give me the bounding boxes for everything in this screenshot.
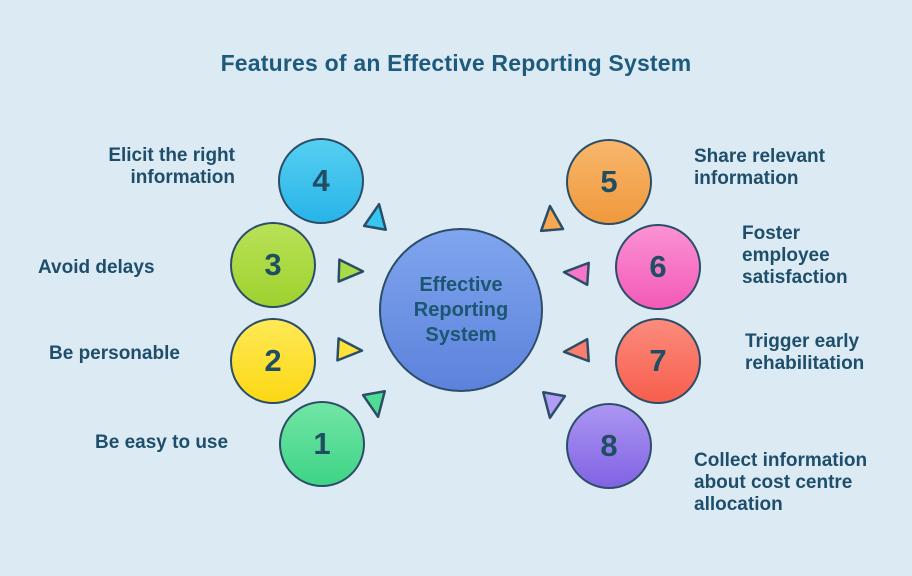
node-circle-3: 3 (230, 222, 316, 308)
arrow-icon-3 (337, 258, 365, 283)
arrow-icon-5 (539, 204, 565, 233)
node-label-6: Foster employee satisfaction (742, 223, 848, 288)
node-circle-2: 2 (230, 318, 316, 404)
node-circle-7: 7 (615, 318, 701, 404)
node-number-7: 7 (649, 343, 667, 378)
node-number-8: 8 (600, 428, 618, 463)
arrow-icon-6 (562, 261, 590, 287)
center-node-label: Effective Reporting System (413, 273, 509, 346)
node-number-6: 6 (649, 249, 667, 284)
node-number-4: 4 (312, 163, 330, 198)
node-label-1: Be easy to use (95, 432, 229, 453)
node-circle-6: 6 (615, 224, 701, 310)
arrow-icon-1 (361, 390, 386, 419)
node-label-7: Trigger early rehabilitation (745, 331, 865, 374)
arrow-icon-4 (362, 202, 387, 231)
center-node: Effective Reporting System (379, 228, 543, 392)
node-label-4: Elicit the right information (108, 145, 235, 188)
node-label-2: Be personable (49, 343, 180, 364)
node-circle-8: 8 (566, 403, 652, 489)
node-number-2: 2 (264, 343, 282, 378)
node-number-5: 5 (600, 164, 618, 199)
diagram-title: Features of an Effective Reporting Syste… (220, 50, 692, 76)
arrow-icon-7 (562, 337, 590, 363)
node-label-8: Collect information about cost centre al… (694, 450, 868, 515)
arrow-icon-8 (542, 391, 567, 420)
node-label-3: Avoid delays (38, 257, 155, 278)
node-circle-1: 1 (279, 401, 365, 487)
node-circle-4: 4 (278, 138, 364, 224)
node-label-5: Share relevant information (694, 146, 825, 189)
node-circle-5: 5 (566, 139, 652, 225)
node-number-1: 1 (313, 426, 331, 461)
node-number-3: 3 (264, 247, 282, 282)
arrow-icon-2 (336, 337, 364, 362)
